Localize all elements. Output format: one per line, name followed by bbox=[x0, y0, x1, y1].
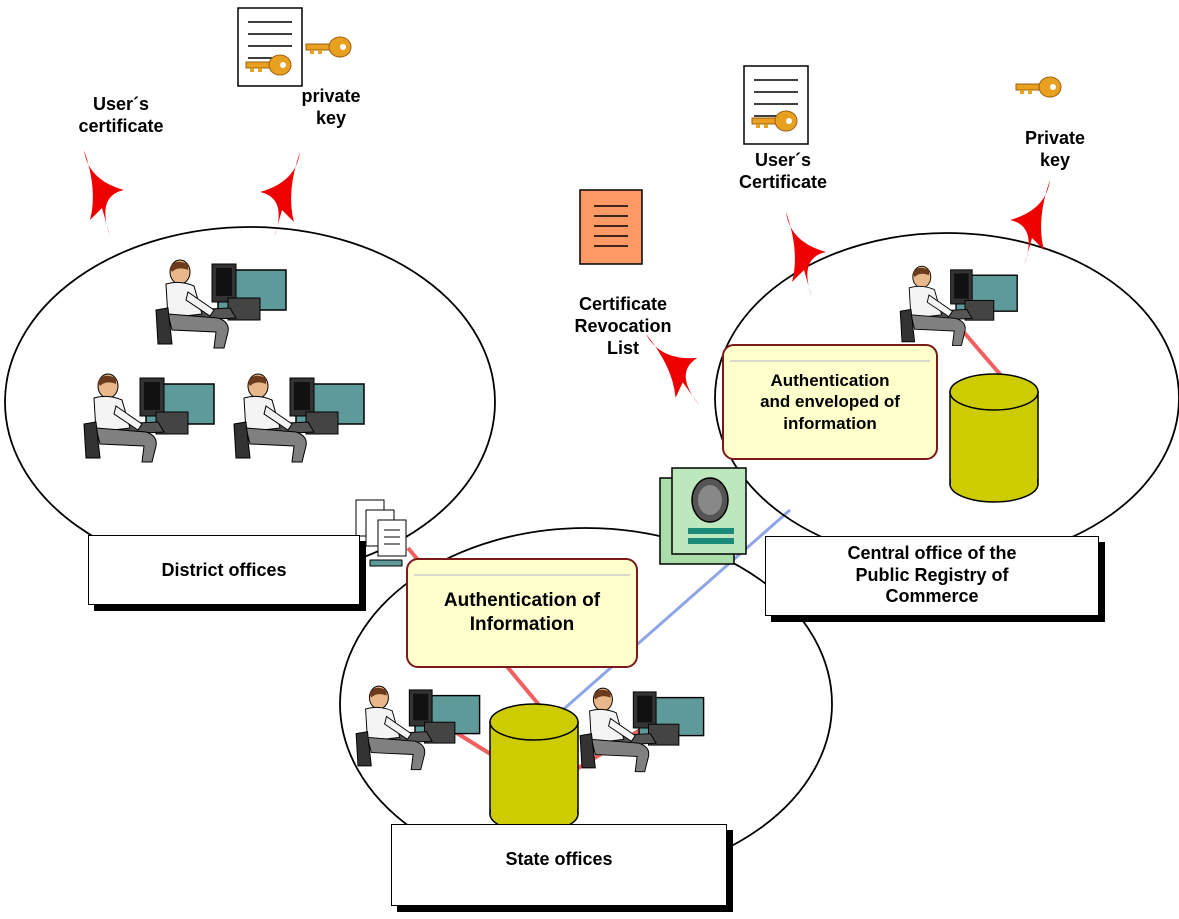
users-certificate-left-label: User´s certificate bbox=[78, 94, 164, 136]
arrow-private-key-left bbox=[260, 152, 300, 238]
central-office-box: Central office of the Public Registry of… bbox=[765, 536, 1099, 616]
district-worker-3 bbox=[233, 373, 365, 463]
district-worker-1 bbox=[155, 259, 287, 349]
crl-label: Certificate Revocation List bbox=[574, 294, 672, 358]
state-worker-left bbox=[355, 685, 481, 771]
private-key-right-label: Private key bbox=[1024, 128, 1086, 170]
state-offices-box: State offices bbox=[391, 824, 727, 906]
digital-certificate-icon bbox=[659, 467, 747, 565]
arrow-users-certificate-right bbox=[786, 212, 826, 298]
arrow-users-certificate-left bbox=[84, 150, 124, 236]
central-worker bbox=[899, 265, 1018, 347]
users-certificate-left-icon bbox=[237, 7, 303, 87]
link-state-to-central bbox=[539, 508, 791, 732]
documents-stack-icon bbox=[355, 499, 407, 567]
users-certificate-right-label: User´s Certificate bbox=[738, 150, 828, 192]
district-offices-box: District offices bbox=[88, 535, 360, 605]
state-worker-right bbox=[579, 687, 705, 773]
private-key-icon-right bbox=[1015, 76, 1062, 98]
arrow-private-key-right bbox=[1010, 180, 1050, 266]
state-authentication-note: Authentication of Information bbox=[406, 558, 638, 668]
private-key-icon-left bbox=[305, 36, 352, 58]
users-certificate-right-icon bbox=[743, 65, 809, 145]
central-database bbox=[949, 373, 1039, 503]
state-database bbox=[489, 703, 579, 833]
central-authentication-note: Authentication and enveloped of informat… bbox=[722, 344, 938, 460]
crl-document-icon bbox=[579, 189, 643, 265]
private-key-left-label: private key bbox=[301, 86, 361, 128]
district-worker-2 bbox=[83, 373, 215, 463]
